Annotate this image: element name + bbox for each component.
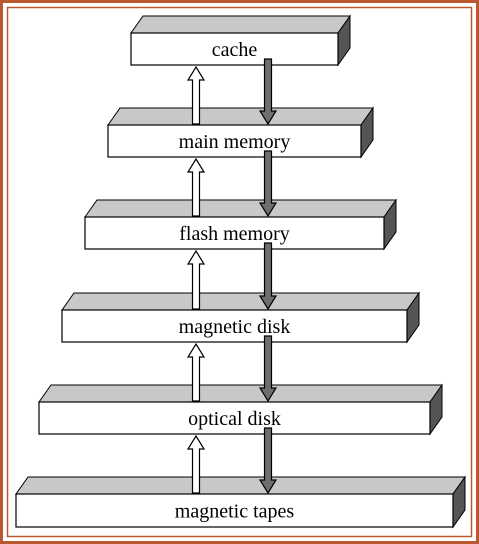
level-label: main memory	[179, 131, 291, 153]
box-top-face	[130, 15, 351, 34]
level-label: flash memory	[179, 223, 290, 245]
box-front-face	[130, 32, 339, 66]
hollow-up-arrow-icon	[186, 249, 206, 310]
box-top-face	[107, 107, 374, 126]
gray-down-arrow-icon	[258, 58, 278, 126]
gray-down-arrow-icon	[258, 150, 278, 218]
hollow-up-arrow-icon	[186, 157, 206, 217]
gray-down-arrow-icon	[258, 427, 278, 495]
hollow-up-arrow-icon	[186, 342, 206, 402]
box-front-face	[38, 401, 431, 435]
level-boxes: cache main memory flash memory magnetic dis…	[15, 14, 466, 529]
level-box-magnetic-disk: magnetic disk	[61, 291, 420, 344]
level-label: magnetic tapes	[175, 501, 295, 523]
level-box-flash-memory: flash memory	[84, 198, 397, 251]
hollow-up-arrow-icon	[186, 434, 206, 494]
level-label: optical disk	[188, 408, 281, 430]
level-box-magnetic-tapes: magnetic tapes	[15, 475, 466, 529]
gray-down-arrow-icon	[258, 335, 278, 403]
box-top-face	[38, 384, 443, 403]
transfer-arrows	[186, 58, 278, 495]
level-box-cache: cache	[130, 14, 351, 67]
inner-frame	[6, 6, 473, 538]
box-front-face	[107, 124, 362, 158]
level-box-optical-disk: optical disk	[38, 383, 443, 436]
hollow-up-arrow-icon	[186, 65, 206, 125]
box-front-face	[61, 309, 408, 343]
gray-down-arrow-icon	[258, 242, 278, 311]
level-box-main-memory: main memory	[107, 106, 374, 159]
box-front-face	[84, 216, 385, 250]
box-top-face	[84, 199, 397, 218]
box-front-face	[15, 493, 454, 528]
box-top-face	[15, 476, 466, 495]
box-top-face	[61, 292, 420, 311]
level-label: magnetic disk	[179, 316, 291, 338]
level-label: cache	[212, 39, 258, 61]
